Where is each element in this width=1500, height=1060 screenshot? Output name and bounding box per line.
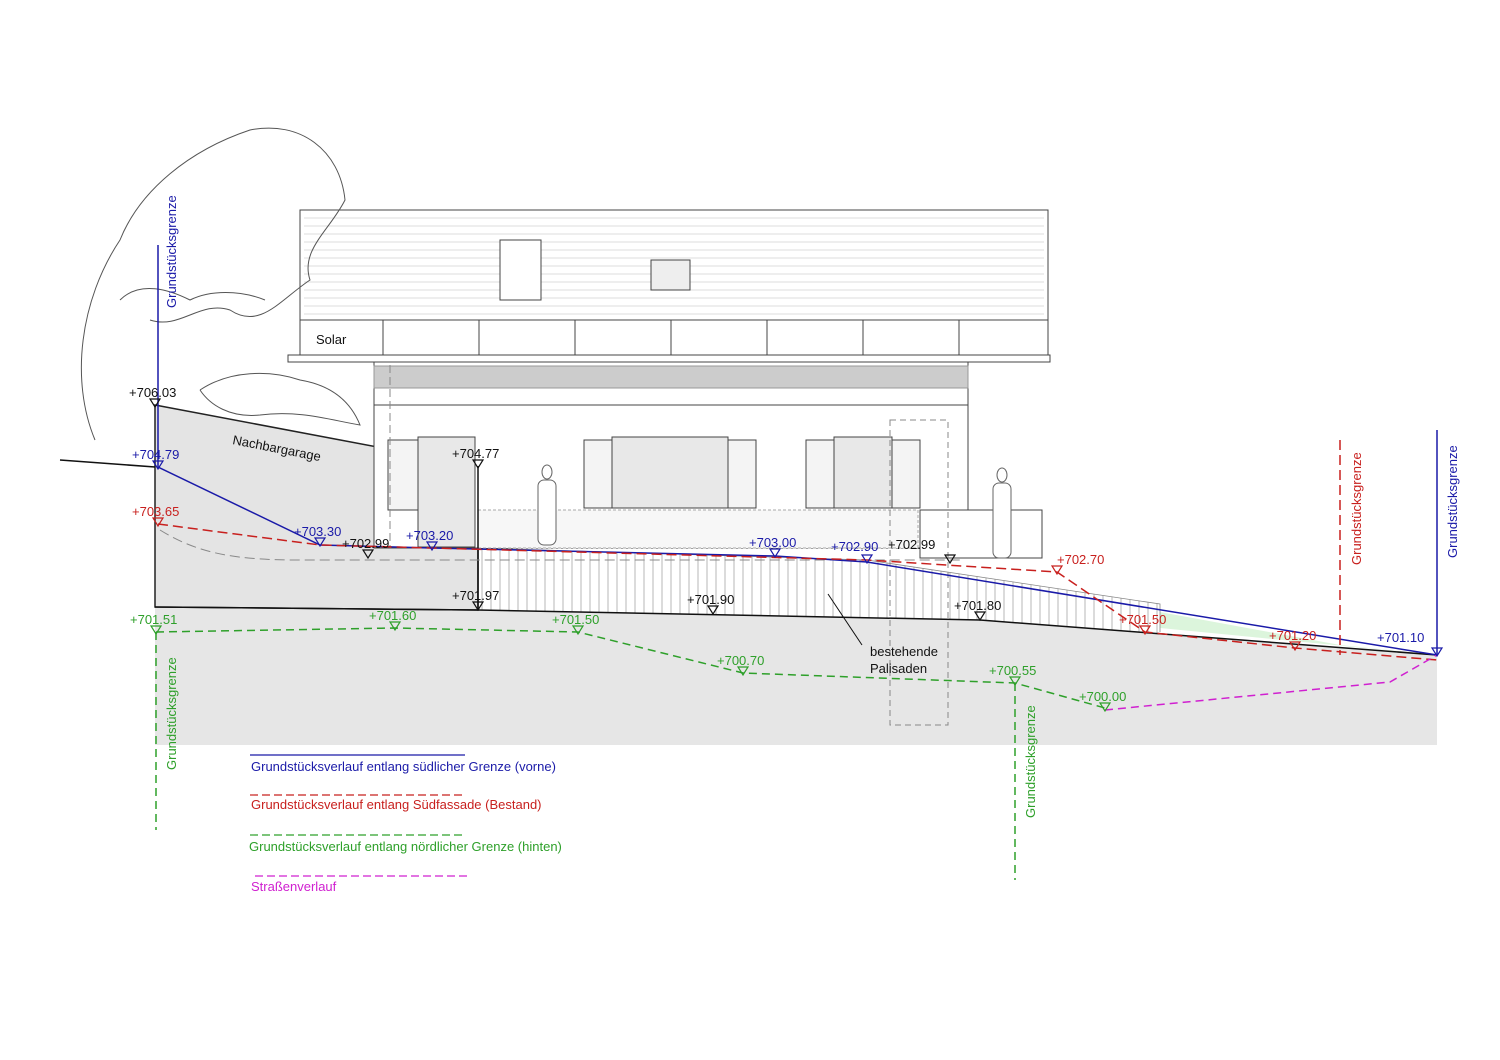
elevation-label: +701.50 <box>1119 612 1166 627</box>
legend-item-blue: Grundstücksverlauf entlang südlicher Gre… <box>251 759 556 774</box>
elevation-marker: +706.03 <box>129 385 176 409</box>
palisades-label-2: Palisaden <box>870 661 927 676</box>
elevation-label: +701.80 <box>954 598 1001 613</box>
elevation-label: +700.70 <box>717 653 764 668</box>
legend-item-green: Grundstücksverlauf entlang nördlicher Gr… <box>249 839 562 854</box>
elevation-marker: +701.60 <box>369 608 416 632</box>
level-triangle-icon <box>148 398 162 409</box>
solar-label: Solar <box>316 332 347 347</box>
elevation-label: +703.00 <box>749 535 796 550</box>
elevation-label: +701.51 <box>130 612 177 627</box>
legend-item-magenta: Straßenverlauf <box>251 879 337 894</box>
elevation-marker: +703.00 <box>749 535 796 559</box>
elevation-markers: +706.03 +704.77 +702.99 +702.99 +701.97 +701.… <box>129 385 1444 713</box>
level-triangle-icon <box>471 459 485 470</box>
elevation-label: +701.97 <box>452 588 499 603</box>
person-figures <box>537 464 1012 559</box>
elevation-label: +704.79 <box>132 447 179 462</box>
elevation-marker: +702.99 <box>888 537 957 565</box>
elevation-label: +703.65 <box>132 504 179 519</box>
elevation-label: +700.00 <box>1079 689 1126 704</box>
elevation-label: +703.30 <box>294 524 341 539</box>
legend: Grundstücksverlauf entlang südlicher Gre… <box>249 754 562 894</box>
elevation-label: +701.10 <box>1377 630 1424 645</box>
elevation-marker: +701.90 <box>687 592 734 616</box>
palisades-label: bestehende <box>870 644 938 659</box>
boundary-label-right-red: Grundstücksgrenze <box>1349 452 1364 565</box>
elevation-label: +701.50 <box>552 612 599 627</box>
red-profile-line <box>157 523 1438 661</box>
elevation-marker: +700.00 <box>1079 689 1126 713</box>
level-triangle-icon <box>706 605 720 616</box>
level-triangle-icon <box>425 541 439 552</box>
elevation-marker: +701.50 <box>552 612 599 636</box>
elevation-label: +702.99 <box>342 536 389 551</box>
elevation-marker: +702.99 <box>342 536 389 560</box>
level-triangle-icon <box>1430 647 1444 658</box>
level-triangle-icon <box>1050 565 1064 576</box>
level-triangle-icon <box>1138 625 1152 636</box>
ground-fill <box>155 607 1437 745</box>
elevation-label: +704.77 <box>452 446 499 461</box>
elevation-marker: +701.80 <box>954 598 1001 622</box>
level-triangle-icon <box>860 554 874 565</box>
elevation-marker: +701.50 <box>1119 612 1166 636</box>
elevation-label: +701.90 <box>687 592 734 607</box>
elevation-marker: +703.20 <box>406 528 453 552</box>
level-triangle-icon <box>471 601 485 612</box>
elevation-label: +702.90 <box>831 539 878 554</box>
terrain-lines <box>59 245 1438 880</box>
road-profile-line <box>1104 654 1438 711</box>
level-triangle-icon <box>149 625 163 636</box>
level-triangle-icon <box>151 460 165 471</box>
boundary-label-left-bottom: Grundstücksgrenze <box>164 657 179 770</box>
elevation-marker: +700.70 <box>717 653 764 677</box>
elevation-marker: +701.51 <box>130 612 177 636</box>
level-triangle-icon <box>571 625 585 636</box>
elevation-label: +702.70 <box>1057 552 1104 567</box>
elevation-label: +701.20 <box>1269 628 1316 643</box>
level-triangle-icon <box>736 666 750 677</box>
elevation-label: +706.03 <box>129 385 176 400</box>
level-triangle-icon <box>1288 641 1302 652</box>
green-profile-line <box>155 627 1106 709</box>
elevation-label: +701.60 <box>369 608 416 623</box>
elevation-marker: +704.77 <box>452 446 499 470</box>
tree-outline <box>80 127 361 441</box>
elevation-marker: +701.20 <box>1269 628 1316 652</box>
level-triangle-icon <box>973 611 987 622</box>
elevation-marker: +701.97 <box>452 588 499 612</box>
elevation-label: +703.20 <box>406 528 453 543</box>
boundary-label-mid-bottom: Grundstücksgrenze <box>1023 705 1038 818</box>
elevation-marker: +701.10 <box>1377 630 1444 658</box>
elevation-marker: +700.55 <box>989 663 1036 687</box>
level-triangle-icon <box>388 621 402 632</box>
elevation-marker: +703.30 <box>294 524 341 548</box>
level-triangle-icon <box>313 537 327 548</box>
level-triangle-icon <box>943 554 957 565</box>
level-triangle-icon <box>768 548 782 559</box>
house <box>287 209 1051 726</box>
elevation-marker: +702.70 <box>1050 552 1104 576</box>
level-triangle-icon <box>151 517 165 528</box>
level-triangle-icon <box>1098 702 1112 713</box>
level-triangle-icon <box>361 549 375 560</box>
elevation-label: +700.55 <box>989 663 1036 678</box>
boundary-label-left-top: Grundstücksgrenze <box>164 195 179 308</box>
boundary-label-right-blue: Grundstücksgrenze <box>1445 445 1460 558</box>
elevation-marker: +702.90 <box>831 539 878 565</box>
legend-item-red: Grundstücksverlauf entlang Südfassade (B… <box>251 797 542 812</box>
elevation-marker: +704.79 <box>132 447 179 471</box>
elevation-label: +702.99 <box>888 537 935 552</box>
level-triangle-icon <box>1008 676 1022 687</box>
elevation-marker: +703.65 <box>132 504 179 528</box>
